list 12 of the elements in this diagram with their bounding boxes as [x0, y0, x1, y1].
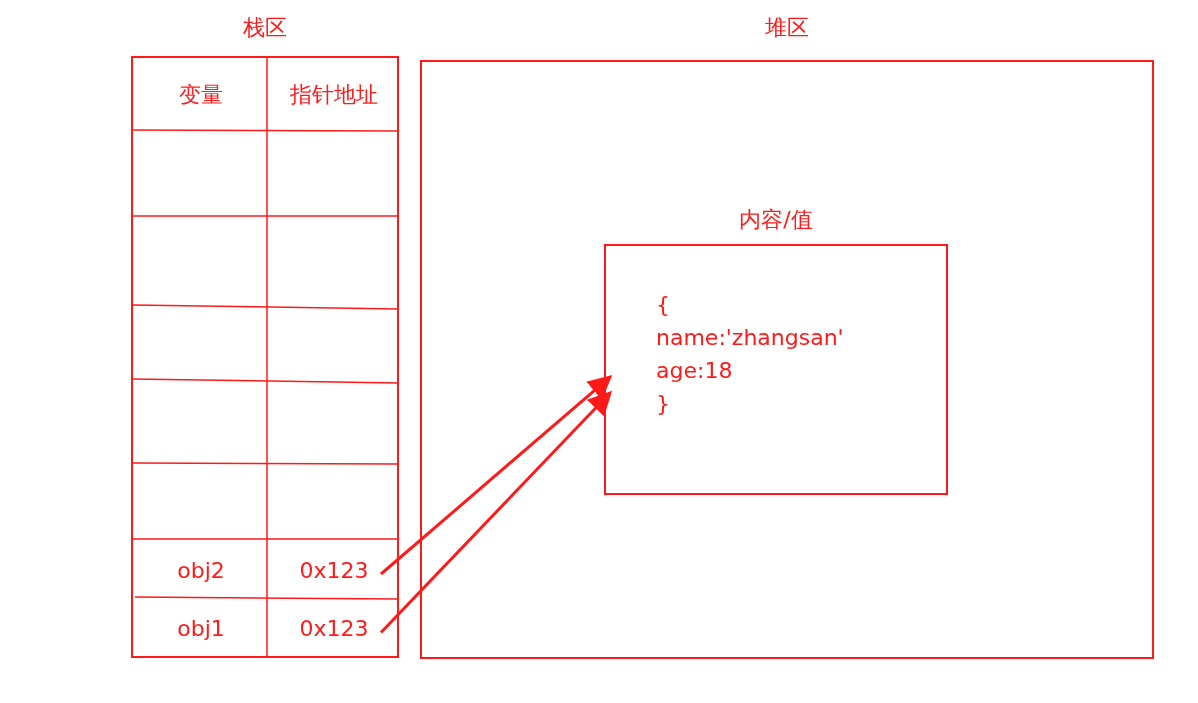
arrow [379, 390, 613, 634]
column-header: 变量 [179, 81, 223, 109]
area-heading: 栈区 [243, 14, 287, 42]
area-heading: 堆区 [765, 14, 809, 42]
arrow [380, 375, 613, 576]
variable-name: obj1 [177, 616, 225, 641]
address-value: 0x123 [299, 557, 369, 583]
object-literal-text: { name:'zhangsan' age:18 } [656, 291, 845, 418]
column-header: 指针地址 [290, 81, 378, 109]
variable-name: obj2 [177, 557, 225, 583]
area-heading: 内容/值 [739, 206, 813, 234]
address-value: 0x123 [299, 616, 369, 641]
